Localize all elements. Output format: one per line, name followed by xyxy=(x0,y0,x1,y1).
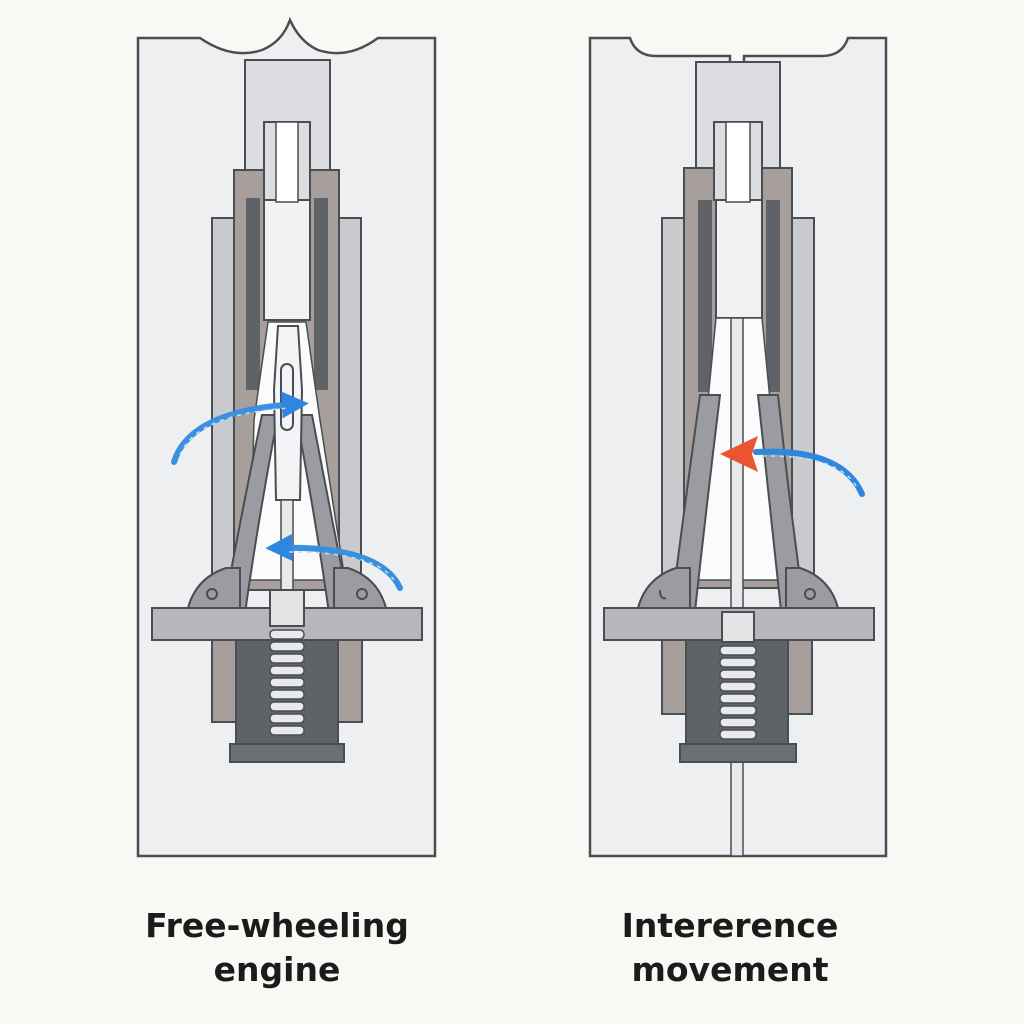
spring-collar xyxy=(721,611,755,643)
valve-spring xyxy=(269,629,305,736)
sleeve-left xyxy=(246,198,260,390)
seat-bolt-right xyxy=(356,588,368,600)
interference-panel xyxy=(588,36,888,858)
tappet xyxy=(263,199,311,321)
flow-arrow-intake xyxy=(171,391,309,465)
side-rail-right xyxy=(791,217,815,579)
tappet xyxy=(715,199,763,319)
seat-hook-left xyxy=(659,589,667,600)
seat-bolt-right xyxy=(804,588,816,600)
interference-arrowhead xyxy=(720,436,758,472)
side-rail-right xyxy=(338,217,362,579)
free-wheeling-panel xyxy=(136,16,437,858)
caption-free-wheeling: Free-wheeling engine xyxy=(77,904,477,992)
caption-interference: Intererence movement xyxy=(530,904,930,992)
seat-bolt-left xyxy=(206,588,218,600)
sleeve-left xyxy=(698,200,712,392)
caption-line: Intererence xyxy=(621,906,839,945)
flow-arrow-interference xyxy=(753,448,865,497)
valve-stem-core xyxy=(725,121,751,203)
caption-line: Free-wheeling xyxy=(145,906,409,945)
caption-line: engine xyxy=(213,950,341,989)
retainer-base xyxy=(679,743,797,763)
caption-line: movement xyxy=(631,950,829,989)
flow-arrow-intake-highlight xyxy=(179,407,291,456)
valve-spring xyxy=(719,645,757,740)
side-rail-left xyxy=(211,217,235,579)
valve-stem-core xyxy=(275,121,299,203)
sleeve-right xyxy=(314,198,328,390)
sleeve-right xyxy=(766,200,780,392)
valve-head xyxy=(272,325,304,501)
spring-collar xyxy=(269,589,305,627)
side-rail-left xyxy=(661,217,685,579)
valve-seat-left xyxy=(636,567,691,614)
flow-arrow-exhaust xyxy=(265,534,403,591)
retainer-base xyxy=(229,743,345,763)
valve-stem-long xyxy=(730,317,744,857)
